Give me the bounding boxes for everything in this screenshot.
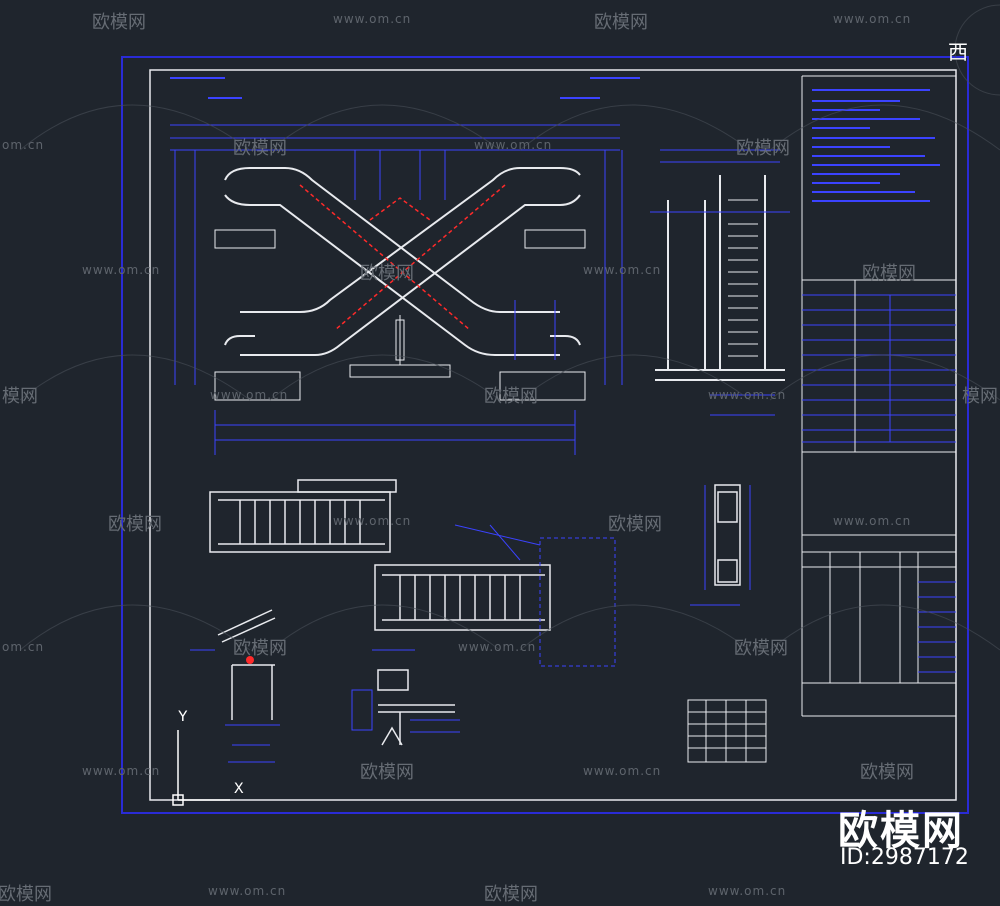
ucs-y-label: Y [178,708,188,726]
watermark-pattern [19,4,1000,651]
watermark-logo: 欧模网 [92,12,146,33]
watermark-site-text: www.om.cn [333,514,412,528]
watermark-site-text: www.om.cn [333,12,412,26]
watermark-logo: 欧模网 [734,638,788,659]
plan-view-upper [209,479,397,553]
ucs-axis-icon [172,730,230,806]
watermark-site-text: www.om.cn [583,764,662,778]
watermark-site-text: www.om.cn [82,263,161,277]
ucs-x-label: X [234,780,244,798]
watermark-logo: 欧模网 [360,263,414,284]
watermark-site-text: www.om.cn [474,138,553,152]
watermark-logo: 欧模网 [484,884,538,905]
truss-detail [190,609,280,763]
watermark-logo: 欧模网 [862,263,916,284]
watermark-site-text: www.om.cn [583,263,662,277]
watermark-site-text: om.cn [2,640,45,654]
watermark-logo: 欧模网 [484,386,538,407]
support-detail [351,649,460,746]
title-block [801,75,956,717]
watermark-site-text: www.om.cn [708,388,787,402]
watermark-logo: 欧模网 [608,514,662,535]
watermark-site-text: www.om.cn [833,12,912,26]
watermark-site-text: www.om.cn [210,388,289,402]
outer-frame [121,56,969,814]
watermark-logo: 欧模网 [736,138,790,159]
watermark-logo: 模网 [962,386,998,407]
small-data-table [687,699,767,763]
watermark-logo: 欧模网 [233,638,287,659]
watermark-logo: 模网 [2,386,38,407]
watermark-logo: 欧模网 [0,884,52,905]
watermark-logo: 欧模网 [860,762,914,783]
watermark-site-text: www.om.cn [458,640,537,654]
watermark-logo: 欧模网 [108,514,162,535]
watermark-site-text: www.om.cn [208,884,287,898]
spec-table [802,280,956,452]
watermark-logo: 欧模网 [360,762,414,783]
watermark-logo: 欧模网 [594,12,648,33]
brand-logo: 欧模网 [838,808,964,854]
column-detail [690,484,751,606]
plan-view-lower [374,524,616,667]
corner-glyph: 西 [948,40,968,64]
revision-table [802,551,956,683]
title-block-notes [812,89,940,202]
inner-frame [149,69,957,801]
watermark-logo: 欧模网 [233,138,287,159]
watermark-site-text: www.om.cn [708,884,787,898]
watermark-site-text: om.cn [2,138,45,152]
model-id-label: ID:2987172 [840,845,969,870]
watermark-site-text: www.om.cn [833,514,912,528]
escalator-elevation [170,77,640,455]
watermark-site-text: www.om.cn [82,764,161,778]
side-section-view [650,149,790,416]
